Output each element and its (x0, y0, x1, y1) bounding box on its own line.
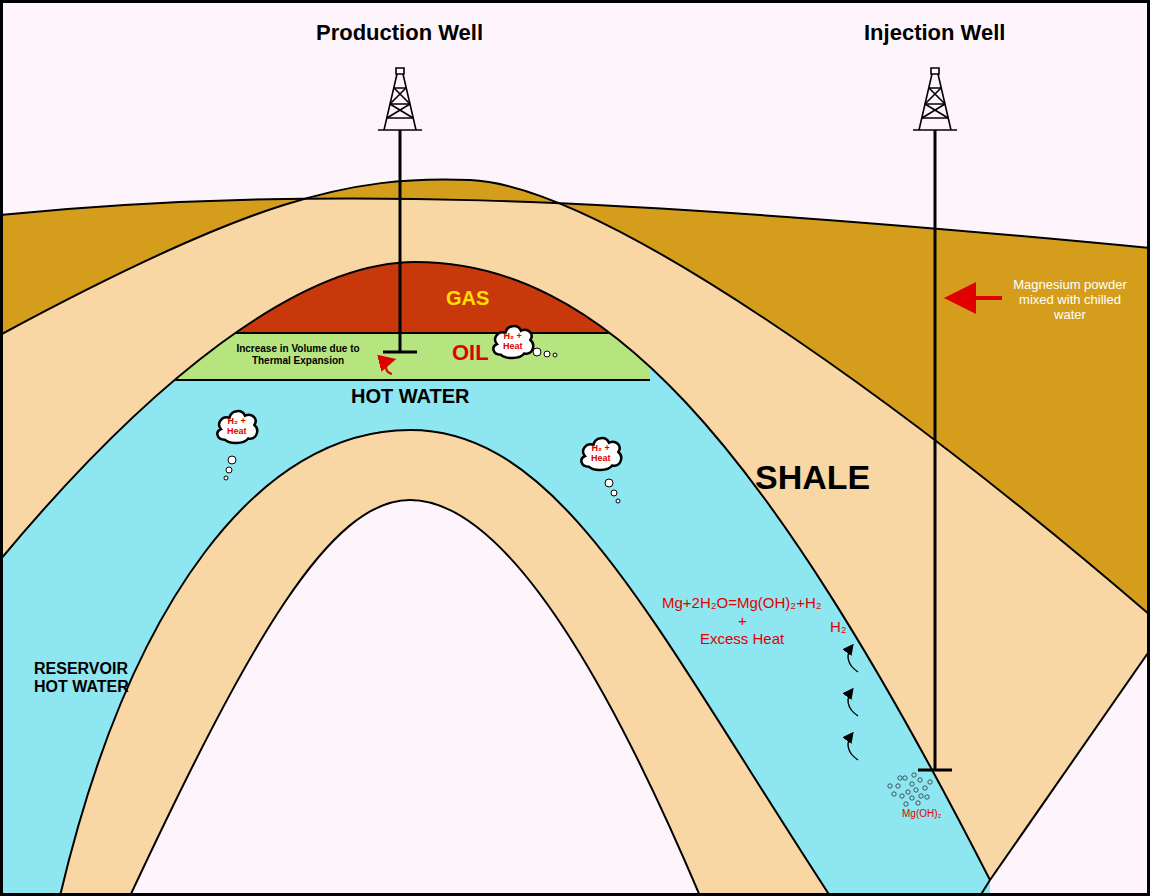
cloud-text: H₂ + Heat (227, 417, 247, 437)
production-well-bore (399, 130, 402, 352)
gas-cloud: H₂ + Heat (489, 319, 536, 361)
well-title: Production Well (316, 20, 483, 45)
reaction-equation: Excess Heat (700, 630, 784, 647)
hydrogen-arrows (848, 646, 858, 760)
trail-bubbles (224, 348, 620, 503)
magnesium-bubbles (888, 773, 932, 806)
gas-cloud: H₂ + Heat (213, 404, 260, 446)
injection-note: Magnesium powder mixed with chilled wate… (1006, 278, 1134, 323)
gas-label: H₂ (830, 618, 847, 635)
cloud-text: H₂ + Heat (503, 332, 523, 352)
gas-cloud: H₂ + Heat (577, 431, 624, 473)
sandstone-layer (0, 179, 1150, 896)
zone-label: HOT WATER (351, 385, 470, 408)
cloud-text: H₂ + Heat (591, 444, 611, 464)
rock-label: SHALE (755, 458, 870, 497)
production-derrick (378, 68, 422, 130)
zone-label: OIL (452, 340, 489, 365)
well-title: Injection Well (864, 20, 1005, 45)
expansion-note: Increase in Volume due to Thermal Expans… (222, 343, 374, 366)
precipitate-label: Mg(OH)₂ (902, 808, 941, 820)
flow-arrow (386, 360, 392, 374)
injection-well-bore (934, 130, 937, 770)
zone-label: RESERVOIR HOT WATER (34, 660, 144, 697)
injection-derrick (913, 68, 957, 130)
injection-arrow (952, 296, 1002, 300)
zone-label: GAS (446, 287, 489, 310)
reaction-equation: Mg+2H₂O=Mg(OH)₂+H₂ (662, 594, 822, 611)
reaction-equation: + (738, 612, 747, 629)
overburden-layer (0, 179, 1150, 615)
